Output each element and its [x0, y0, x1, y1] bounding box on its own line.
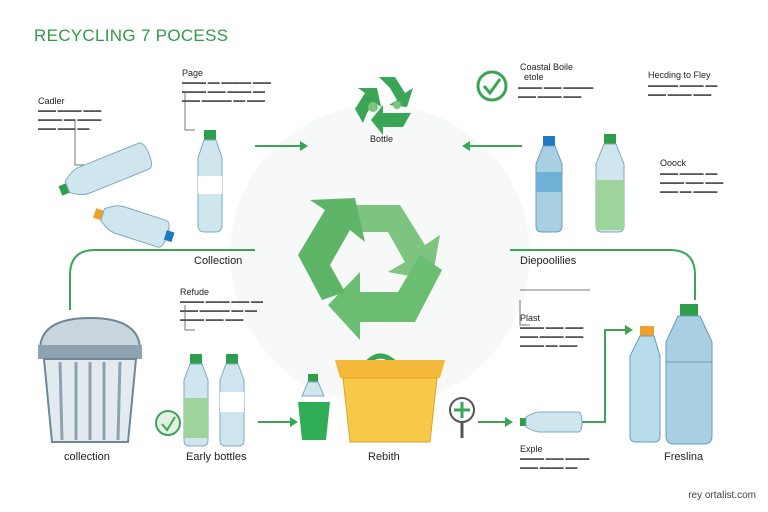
label-bottom-early: Early bottles [186, 451, 247, 463]
label-left-far-head: Cadler [38, 96, 65, 106]
filler-exple: ▬▬▬▬ ▬▬▬ ▬▬▬▬▬▬▬ ▬▬▬▬ ▬▬ [520, 456, 590, 471]
filler-left-far: ▬▬▬ ▬▬▬▬ ▬▬▬▬▬▬▬ ▬▬ ▬▬▬▬▬▬▬ ▬▬▬ ▬▬ [38, 108, 102, 132]
label-right-mid-head: Ooock [660, 158, 687, 168]
footer-credit: rey ortalist.com [688, 490, 756, 501]
arrow-heads [290, 141, 633, 427]
arrow-bottom-3-line [582, 329, 625, 423]
bottles-top-right [535, 134, 625, 233]
label-exple-head: Exple [520, 444, 543, 454]
filler-right-mid: ▬▬▬ ▬▬▬▬ ▬▬▬▬▬▬ ▬▬▬ ▬▬▬▬▬▬ ▬▬ ▬▬▬▬ [660, 171, 724, 195]
connector-lines [69, 92, 696, 423]
bottle-standing-top-left [197, 130, 223, 233]
yellow-bin-icon [335, 353, 445, 443]
lying-bottle-bottom [520, 411, 583, 433]
label-right-far-head: Hecding to Fley [648, 70, 711, 80]
center-halo [230, 105, 530, 405]
label-bottom-collection: collection [64, 451, 110, 463]
green-cup-bottle [298, 374, 330, 440]
label-right-top-head: Coastal Boile [520, 62, 574, 72]
label-bottom-rebith: Rebith [368, 451, 400, 463]
basket-bin-icon [38, 316, 142, 443]
filler-left-top: ▬▬▬▬ ▬▬ ▬▬▬▬▬ ▬▬▬▬▬▬▬ ▬▬▬ ▬▬▬▬ ▬▬▬▬▬ ▬▬▬… [182, 80, 272, 104]
connector-right-loop [510, 249, 696, 300]
lying-bottles-left [58, 142, 175, 248]
recycle-icon-center [298, 198, 442, 340]
filler-plast: ▬▬▬▬ ▬▬▬ ▬▬▬▬▬▬ ▬▬▬▬ ▬▬▬▬▬▬▬ ▬▬ ▬▬▬ [520, 325, 584, 349]
label-bottom-freshna: Freslina [664, 451, 704, 463]
label-right-top-sub: etole [524, 72, 544, 82]
filler-refuse: ▬▬▬▬ ▬▬▬▬ ▬▬▬ ▬▬▬▬▬ ▬▬▬▬▬ ▬▬ ▬▬▬▬▬▬ ▬▬▬ … [180, 299, 264, 323]
filler-right-far: ▬▬▬▬▬ ▬▬▬▬ ▬▬▬▬▬ ▬▬▬▬ ▬▬▬ [648, 83, 718, 98]
page-title: RECYCLING 7 POCESS [34, 26, 229, 45]
recycle-icon-top [355, 77, 413, 135]
label-refuse-head: Refude [180, 287, 210, 297]
label-collection-mid: Collection [194, 255, 243, 267]
connector-left-loop [69, 249, 255, 310]
label-top-center: Bottle [370, 134, 394, 144]
fresh-bottles [629, 304, 713, 445]
early-bottles [183, 354, 245, 447]
label-disposal-mid: Diepoolilies [520, 255, 577, 267]
filler-right-top: ▬▬▬▬ ▬▬▬ ▬▬▬▬▬▬▬▬ ▬▬▬▬ ▬▬▬ [518, 85, 594, 100]
label-left-top-head: Page [182, 68, 204, 78]
check-circle-icon [476, 70, 508, 102]
magnifier-icon [449, 397, 475, 438]
recycle-coin-icon [155, 410, 181, 436]
label-plast-head: Plast [520, 313, 541, 323]
